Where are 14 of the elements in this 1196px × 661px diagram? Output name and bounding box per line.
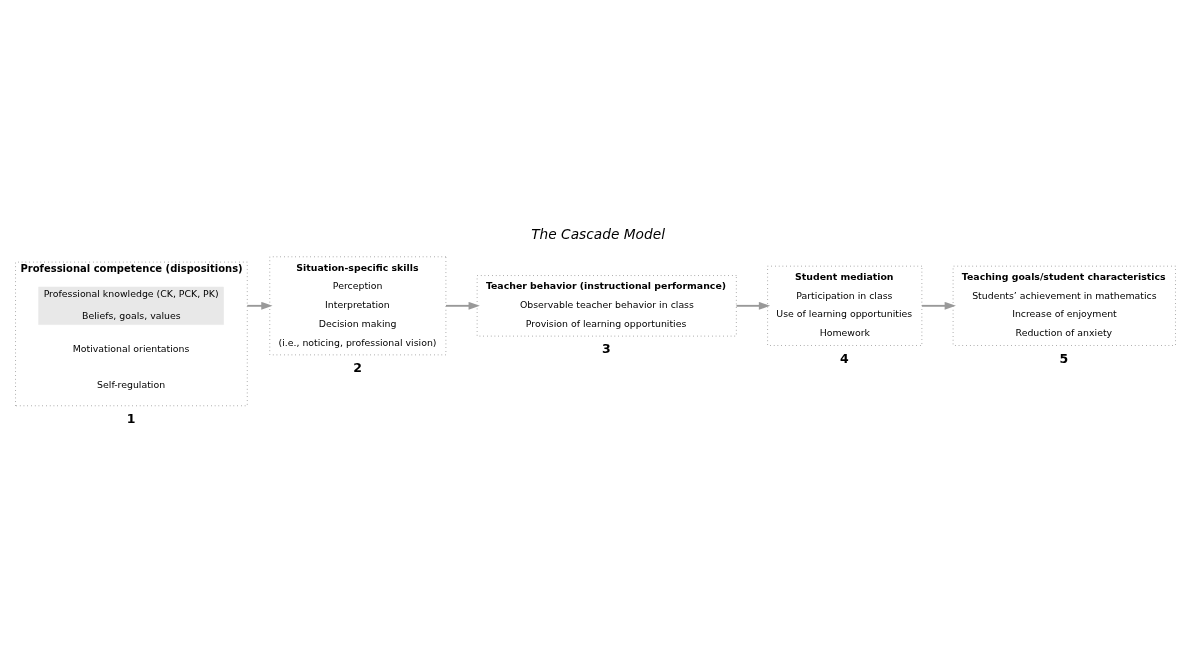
- node-label: 3: [602, 341, 611, 357]
- node-box: Situation-specific skills Perception Interpretation Decision making (i.e., noticing, professional vision): [269, 256, 447, 356]
- node-label: 1: [126, 410, 136, 426]
- node-label: 4: [840, 350, 849, 366]
- arrow: [735, 301, 771, 310]
- arrow: [921, 301, 956, 310]
- arrow: [445, 301, 480, 310]
- node-box: Teaching goals/student characteristics Students’ achievement in mathematics Increase of enjoyment Reduction of anxiety: [952, 265, 1176, 346]
- diagram-title: The Cascade Model: [531, 226, 665, 243]
- node-box: Teacher behavior (instructional performance) Observable teacher behavior in class Provision of learning opportunities: [476, 275, 737, 337]
- node-box: Student mediation Participation in class Use of learning opportunities Homework: [767, 265, 923, 346]
- node-label: 2: [353, 360, 362, 376]
- arrow: [246, 301, 273, 310]
- node-label: 5: [1059, 350, 1069, 366]
